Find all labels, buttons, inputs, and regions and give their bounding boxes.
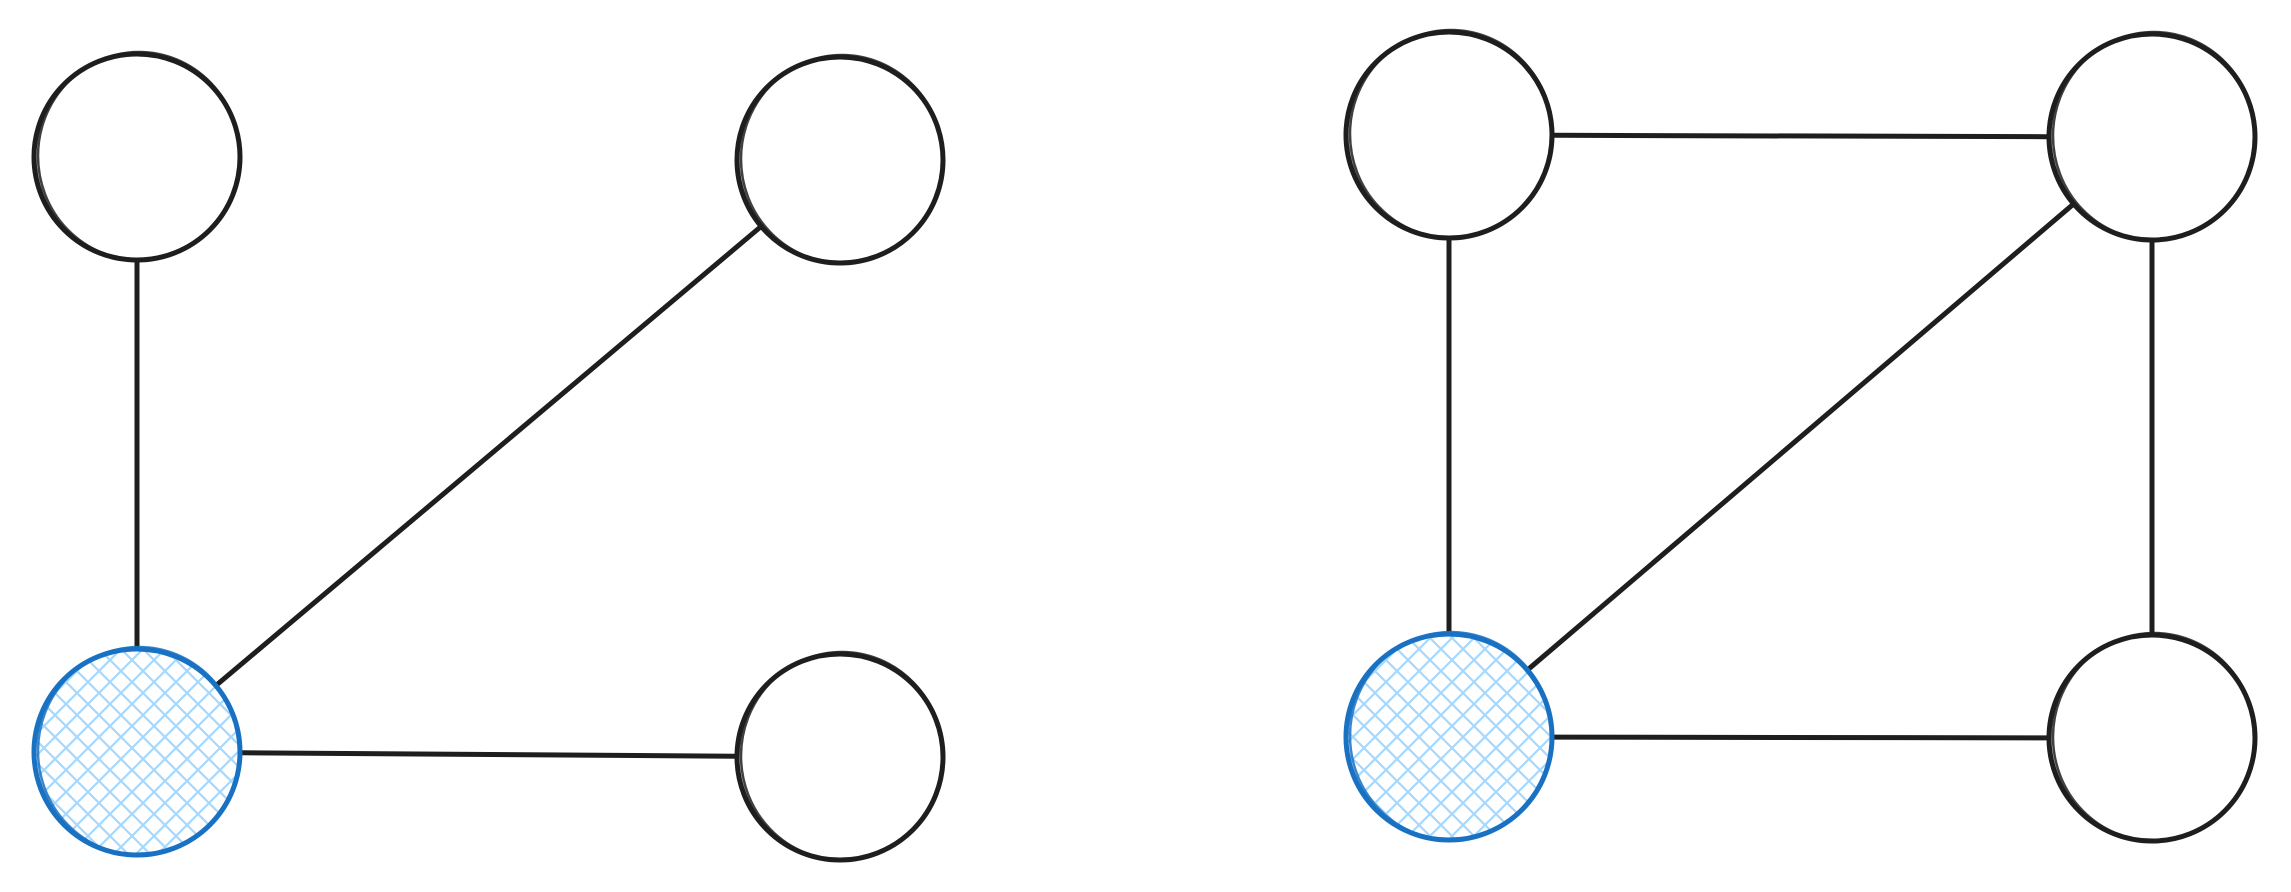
left-graph-node-bottom-right (734, 650, 946, 863)
right-graph-node-top-left (1343, 28, 1555, 241)
right-graph-node-bottom-left-hatch-fill (1346, 634, 1552, 840)
right-graph-node-top-left-sketch-outline (1348, 28, 1554, 240)
right-graph-edge-top-right-to-bottom-left (1526, 202, 2075, 672)
left-graph-node-bottom-left-sketch-outline (36, 645, 242, 857)
right-graph-node-bottom-left-sketch-outline (1348, 630, 1554, 842)
right-graph-node-bottom-right-background (2049, 635, 2255, 841)
right-graph-node-top-right (2046, 30, 2258, 243)
left-graph-edge-bottom-left-to-bottom-right (239, 750, 738, 759)
left-graph-node-bottom-right-sketch-outline (739, 650, 945, 862)
edges-layer (134, 132, 2155, 759)
right-graph-node-bottom-left (1343, 630, 1555, 843)
left-graph-node-bottom-left (31, 645, 243, 858)
left-graph-node-top-right-background (737, 57, 943, 263)
left-graph-node-top-right (734, 53, 946, 266)
left-graph-node-bottom-left-hatch-fill (34, 649, 240, 855)
left-graph-node-bottom-right-background (737, 654, 943, 860)
left-graph-node-top-left-background (34, 54, 240, 260)
right-graph-edge-top-left-to-top-right (1551, 132, 2050, 140)
right-graph-node-top-right-background (2049, 34, 2255, 240)
right-graph-edge-bottom-left-to-bottom-right (1551, 734, 2050, 741)
right-graph-node-top-left-background (1346, 32, 1552, 238)
left-graph-node-top-right-sketch-outline (739, 53, 945, 265)
left-graph-node-top-left (31, 50, 243, 263)
left-graph-edge-top-right-to-bottom-left (214, 225, 763, 687)
right-graph-node-bottom-right-sketch-outline (2051, 631, 2257, 843)
nodes-layer (31, 28, 2258, 863)
right-graph-node-bottom-right (2046, 631, 2258, 844)
right-graph-node-top-right-sketch-outline (2051, 30, 2257, 242)
left-graph-node-top-left-sketch-outline (36, 50, 242, 262)
